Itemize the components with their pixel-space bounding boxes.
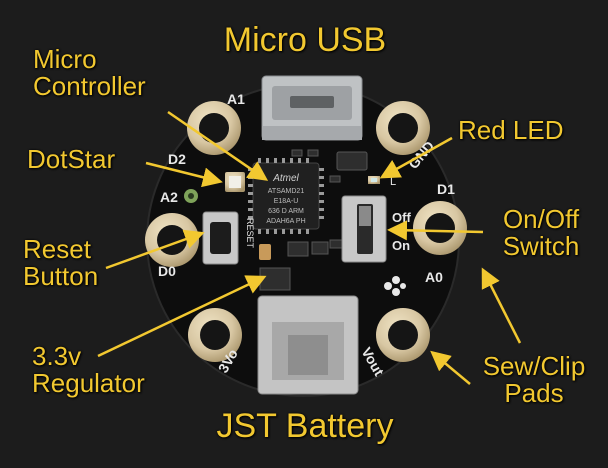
title-jst-battery: JST Battery (216, 407, 394, 445)
label-red-led: Red LED (458, 117, 564, 144)
reset-button-component (202, 211, 239, 265)
chip-brand: Atmel (272, 173, 299, 184)
micro-usb-connector (261, 75, 363, 141)
arrow-sewclip-2 (430, 350, 471, 385)
arrow-red-led (379, 136, 453, 179)
microcontroller-chip: Atmel ATSAMD21 E18A-U 636 D ARM ADAH6A P… (248, 158, 324, 234)
off-silk: Off (392, 210, 411, 225)
reset-silk: RESET (245, 218, 255, 249)
chip-line: ADAH6A PH (266, 218, 305, 225)
label-line: 3.3v (32, 341, 82, 371)
led-silk: L (390, 176, 396, 188)
label-line: Red LED (458, 115, 564, 145)
pad-label-d1: D1 (437, 181, 455, 197)
label-onoff-switch: On/Off Switch (487, 206, 595, 259)
pad-label-a0: A0 (425, 269, 443, 285)
pad-label-d2: D2 (168, 151, 186, 167)
arrow-dotstar (145, 161, 223, 188)
sew-pads (145, 101, 467, 362)
label-regulator: 3.3v Regulator (32, 343, 145, 396)
jst-connector (257, 295, 359, 395)
chip-line: ATSAMD21 (268, 188, 305, 195)
capacitor (259, 244, 271, 260)
label-micro-controller: Micro Controller (33, 46, 146, 99)
label-reset-button: Reset Button (23, 236, 98, 289)
pad-label-a1: A1 (227, 91, 245, 107)
logo-icon (384, 276, 406, 296)
chip-line: 636 D ARM (268, 208, 304, 215)
label-dotstar: DotStar (27, 146, 115, 173)
arrow-micro-controller (167, 110, 269, 181)
pad-label-d0: D0 (158, 263, 176, 279)
label-line: Regulator (32, 367, 145, 398)
label-line: Button (23, 260, 99, 291)
label-line: DotStar (27, 144, 116, 174)
label-line: On/Off (502, 204, 580, 234)
label-line: Controller (33, 70, 146, 101)
regulator-component (259, 267, 291, 291)
onoff-switch-component (341, 195, 387, 263)
arrow-reset-button (105, 229, 205, 270)
label-line: Reset (23, 234, 91, 264)
label-line: Switch (502, 230, 580, 261)
pad-label-a2: A2 (160, 189, 178, 205)
label-line: Micro (33, 44, 97, 74)
label-line: Pads (504, 377, 564, 408)
label-line: Sew/Clip (482, 351, 586, 381)
arrow-onoff-switch (387, 220, 484, 241)
dotstar-led (225, 172, 245, 192)
chip-line: E18A-U (274, 198, 299, 205)
arrow-sewclip-1 (481, 267, 522, 344)
on-silk: On (392, 238, 410, 253)
arrow-regulator (97, 275, 267, 358)
label-sewclip-pads: Sew/Clip Pads (470, 353, 598, 406)
smd-components (287, 149, 368, 257)
title-micro-usb: Micro USB (223, 21, 387, 59)
